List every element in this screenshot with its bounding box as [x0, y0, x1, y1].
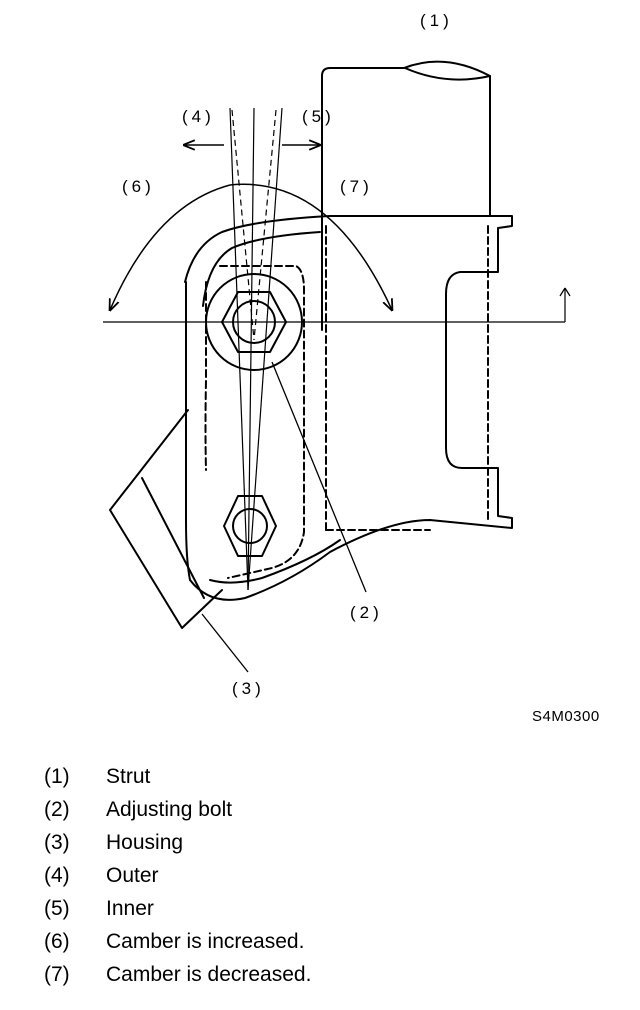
strut [321, 60, 491, 531]
legend-item: (7) Camber is decreased. [44, 958, 604, 991]
legend-item: (4) Outer [44, 859, 604, 892]
camber-increase-arrow [110, 184, 231, 310]
direction-arrows [110, 145, 392, 310]
legend-label: Housing [106, 830, 184, 854]
legend-number: (1) [44, 764, 70, 788]
camber-adjustment-diagram: (1) (4) (5) (6) (7) (2) (3) [103, 11, 571, 698]
legend-number: (6) [44, 929, 70, 953]
callout-6: (6) [122, 177, 155, 196]
legend-label: Camber is increased. [106, 929, 305, 953]
legend-item: (2) Adjusting bolt [44, 793, 604, 826]
callout-7: (7) [340, 177, 373, 196]
lower-bracket [109, 409, 223, 629]
leader-lines [201, 361, 367, 673]
lower-bolt [223, 495, 277, 557]
callout-2: (2) [350, 603, 383, 622]
construction-lines [103, 107, 571, 591]
legend-label: Adjusting bolt [106, 797, 233, 821]
callout-1: (1) [420, 11, 453, 30]
legend-item: (3) Housing [44, 826, 604, 859]
legend-number: (4) [44, 863, 70, 887]
legend-number: (5) [44, 896, 70, 920]
legend-label: Inner [106, 896, 154, 920]
legend-item: (5) Inner [44, 892, 604, 925]
legend-item: (6) Camber is increased. [44, 925, 604, 958]
legend-label: Strut [106, 764, 151, 788]
legend-label: Outer [106, 863, 159, 887]
camber-decrease-arrow [229, 183, 392, 310]
legend: (1) Strut (2) Adjusting bolt (3) Housing… [44, 760, 604, 991]
legend-number: (3) [44, 830, 70, 854]
legend-item: (1) Strut [44, 760, 604, 793]
legend-label: Camber is decreased. [106, 962, 312, 986]
legend-number: (7) [44, 962, 70, 986]
figure-code: S4M0300 [532, 708, 600, 725]
legend-number: (2) [44, 797, 70, 821]
housing [184, 215, 513, 601]
callout-4: (4) [182, 107, 215, 126]
callout-5: (5) [302, 107, 335, 126]
callout-3: (3) [232, 679, 265, 698]
